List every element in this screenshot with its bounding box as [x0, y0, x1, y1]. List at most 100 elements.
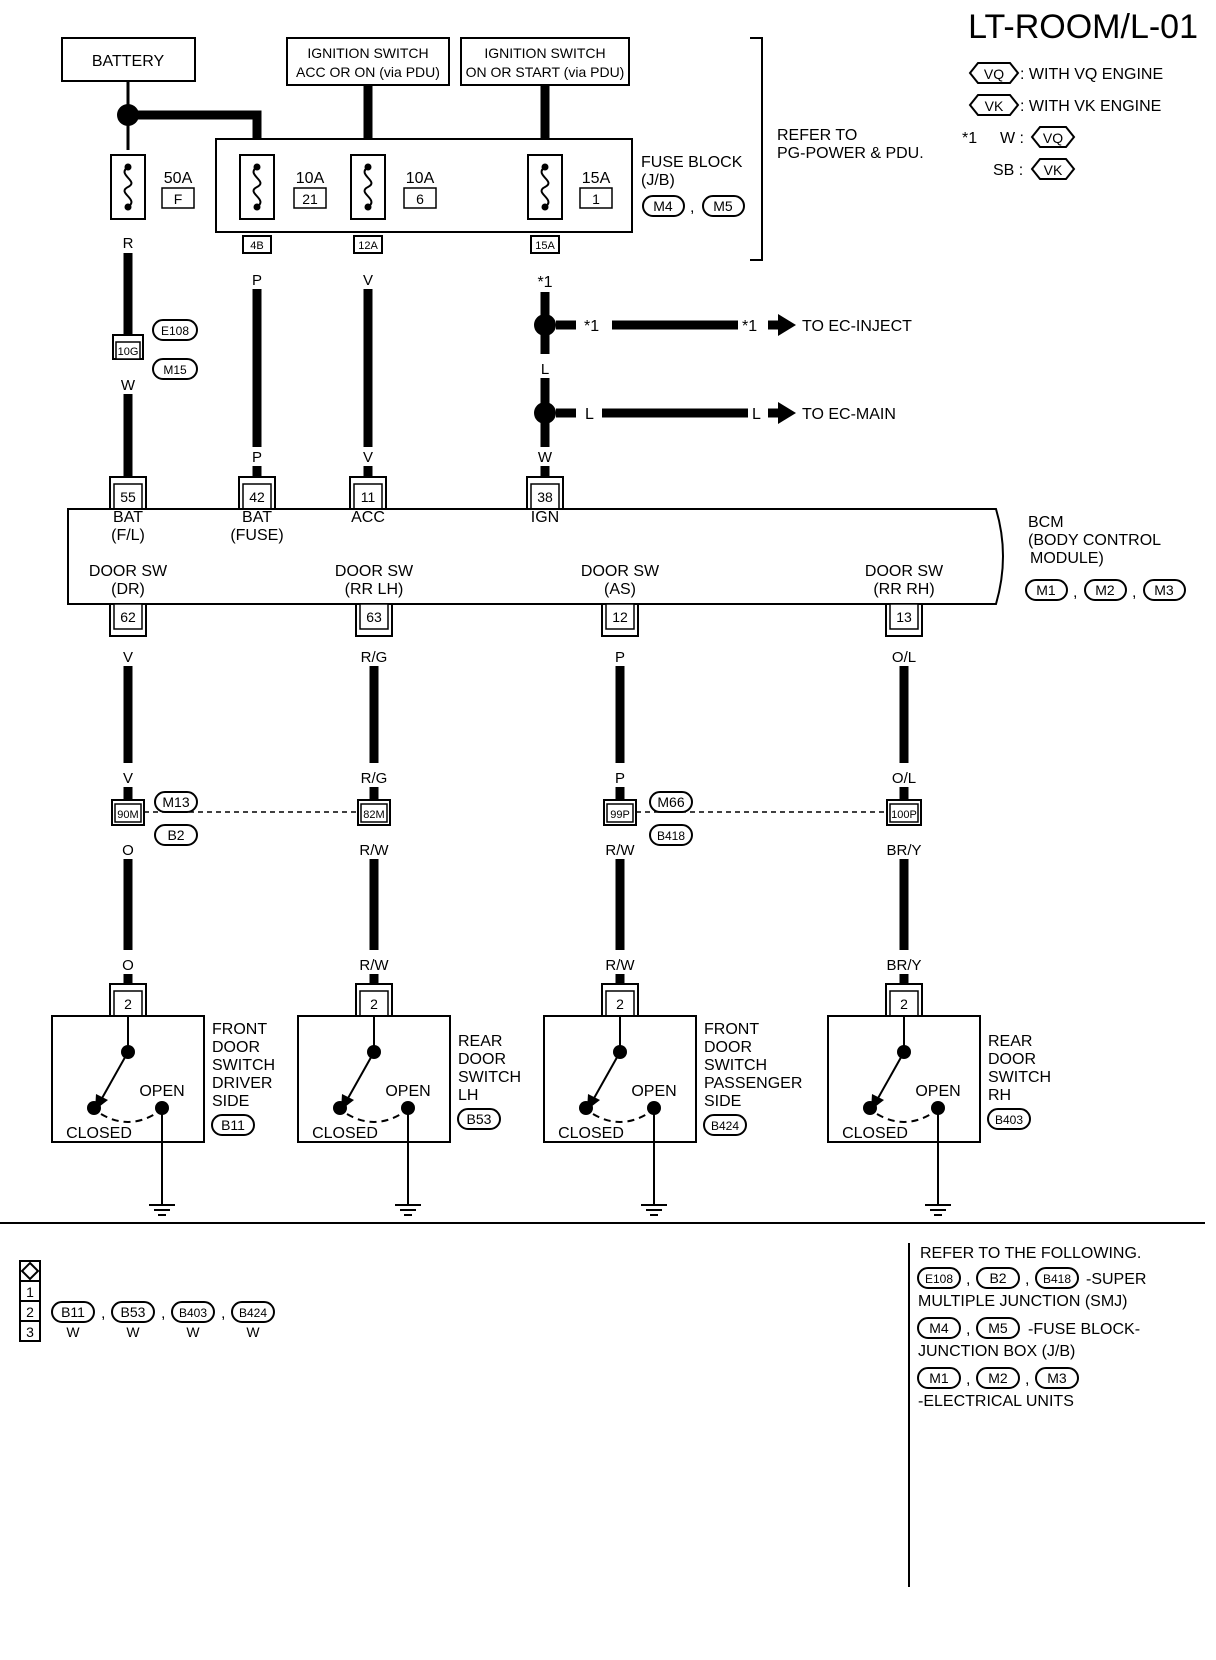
dc4-closed-label: CLOSED	[842, 1125, 908, 1142]
bcm-pin-38-label: IGN	[531, 509, 559, 526]
dc4-pin: 2	[900, 996, 908, 1012]
dc4-open-label: OPEN	[915, 1083, 960, 1100]
fuse-f-amp: 50A	[164, 170, 193, 187]
fuse-1-amp: 15A	[582, 170, 611, 187]
bcm-pin-62-label2: (DR)	[111, 581, 145, 598]
dc2-wire-switch: R/W	[359, 957, 389, 974]
ignition-switch-acc-box	[286, 37, 450, 86]
ground-icon	[924, 1174, 952, 1216]
wire4-bottom: W	[538, 449, 553, 466]
fuse-terminal-15a: 15A	[535, 240, 555, 252]
bcm-pin-12-label: DOOR SW	[581, 563, 660, 580]
dc3-wire-switch: R/W	[605, 957, 635, 974]
table-color-2: W	[126, 1324, 140, 1340]
svg-text:,: ,	[1073, 584, 1077, 601]
bcm-pin-13-label: DOOR SW	[865, 563, 944, 580]
refer-conn-b418: B418	[1043, 1272, 1071, 1286]
bcm-bottom-pin-63: 63	[355, 603, 393, 637]
note-mark: *1	[962, 130, 977, 147]
dc3-name-4: PASSENGER	[704, 1075, 802, 1092]
ground-icon	[394, 1174, 422, 1216]
door-circuit-rear-lh: R/G R/G 82M R/W R/W 2 OPEN CLOSED REAR D…	[297, 649, 521, 1216]
refer-jb-text1: -FUSE BLOCK-	[1028, 1321, 1140, 1338]
bcm-top-pin-55: 55	[109, 476, 147, 510]
bcm-pin-55-label: BAT	[113, 509, 143, 526]
branch1-left-label: *1	[584, 318, 599, 335]
dc2-wire-below: R/W	[359, 842, 389, 859]
refer-following-header: REFER TO THE FOLLOWING.	[920, 1245, 1141, 1262]
conn-b2: B2	[167, 827, 184, 843]
table-color-1: W	[66, 1324, 80, 1340]
refer-power-line2: PG-POWER & PDU.	[777, 145, 924, 162]
fuse-terminal-4b: 4B	[250, 240, 263, 252]
fuse-6-amp: 10A	[406, 170, 435, 187]
battery-box	[61, 37, 196, 82]
dc1-closed-label: CLOSED	[66, 1125, 132, 1142]
bcm-pin-42-label: BAT	[242, 509, 272, 526]
refer-conn-m3: M3	[1047, 1370, 1067, 1386]
bcm-conn-m3: M3	[1154, 582, 1174, 598]
table-conn-b11: B11	[61, 1304, 85, 1320]
bcm-pin-55: 55	[120, 489, 136, 505]
svg-text:,: ,	[690, 199, 694, 216]
refer-eu-text: -ELECTRICAL UNITS	[918, 1393, 1074, 1410]
vk-badge: VK	[985, 98, 1004, 114]
branch2-destination: TO EC-MAIN	[802, 406, 896, 423]
dc1-name-2: DOOR	[212, 1039, 260, 1056]
dc2-name-4: LH	[458, 1087, 478, 1104]
fuse-block-conn-m4: M4	[653, 198, 673, 214]
wire3-color-bottom: V	[363, 449, 373, 466]
refer-conn-m5: M5	[988, 1320, 1008, 1336]
dc3-wire-below: R/W	[605, 842, 635, 859]
fuse-6	[350, 154, 386, 220]
fuse-terminal-12a: 12A	[358, 240, 378, 252]
conn-b11: B11	[221, 1117, 245, 1133]
dc4-wire-below: BR/Y	[886, 842, 921, 859]
connector-table: 1 2 3 B11 , B53 , B403 , B424 W W W W	[19, 1260, 275, 1342]
table-row-1: 1	[26, 1284, 34, 1300]
dc2-name-1: REAR	[458, 1033, 502, 1050]
junction-82m: 82M	[363, 809, 384, 821]
junction-100p: 100P	[891, 809, 917, 821]
bcm-pin-12: 12	[612, 609, 628, 625]
bcm-pin-63-label2: (RR LH)	[345, 581, 404, 598]
engine-legend: VQ : WITH VQ ENGINE VK : WITH VK ENGINE …	[962, 62, 1163, 180]
dc2-name-3: SWITCH	[458, 1069, 521, 1086]
bcm-name: BCM	[1028, 514, 1064, 531]
fuse-f-id: F	[174, 191, 183, 207]
conn-m13: M13	[162, 794, 189, 810]
bcm-conn-m2: M2	[1095, 582, 1115, 598]
dc1-name-1: FRONT	[212, 1021, 267, 1038]
conn-m66: M66	[657, 794, 684, 810]
ignition-switch-on-label: IGNITION SWITCH	[484, 45, 605, 61]
dc3-open-label: OPEN	[631, 1083, 676, 1100]
dc2-pin: 2	[370, 996, 378, 1012]
bcm-pin-11: 11	[361, 489, 376, 505]
junction-90m: 90M	[117, 809, 138, 821]
bcm-pin-38: 38	[537, 489, 553, 505]
bcm-top-pin-11: 11	[349, 476, 387, 510]
svg-text:,: ,	[966, 1271, 970, 1288]
junction-99p: 99P	[610, 809, 630, 821]
svg-text:,: ,	[101, 1305, 105, 1322]
vq-badge: VQ	[984, 66, 1004, 82]
fuse-6-id: 6	[416, 191, 424, 207]
dc4-name-4: RH	[988, 1087, 1011, 1104]
note-sb: SB :	[993, 162, 1023, 179]
dc3-wire-mid: P	[615, 770, 625, 787]
table-color-4: W	[246, 1324, 260, 1340]
refer-following: REFER TO THE FOLLOWING. E108 , B2 , B418…	[917, 1245, 1146, 1410]
bcm-name-line2: (BODY CONTROL	[1028, 532, 1161, 549]
refer-conn-e108: E108	[925, 1272, 953, 1286]
conn-b418: B418	[657, 829, 685, 843]
wire2-color-top: P	[252, 272, 262, 289]
dc3-closed-label: CLOSED	[558, 1125, 624, 1142]
dc4-wire-switch: BR/Y	[886, 957, 921, 974]
fuse-1-id: 1	[592, 191, 600, 207]
fuse-1	[527, 154, 563, 220]
bcm-pin-13-label2: (RR RH)	[873, 581, 934, 598]
dc3-name-5: SIDE	[704, 1093, 741, 1110]
dc1-wire-below: O	[122, 842, 134, 859]
bcm-bottom-pin-13: 13	[885, 603, 923, 637]
wire3-color-top: V	[363, 272, 373, 289]
